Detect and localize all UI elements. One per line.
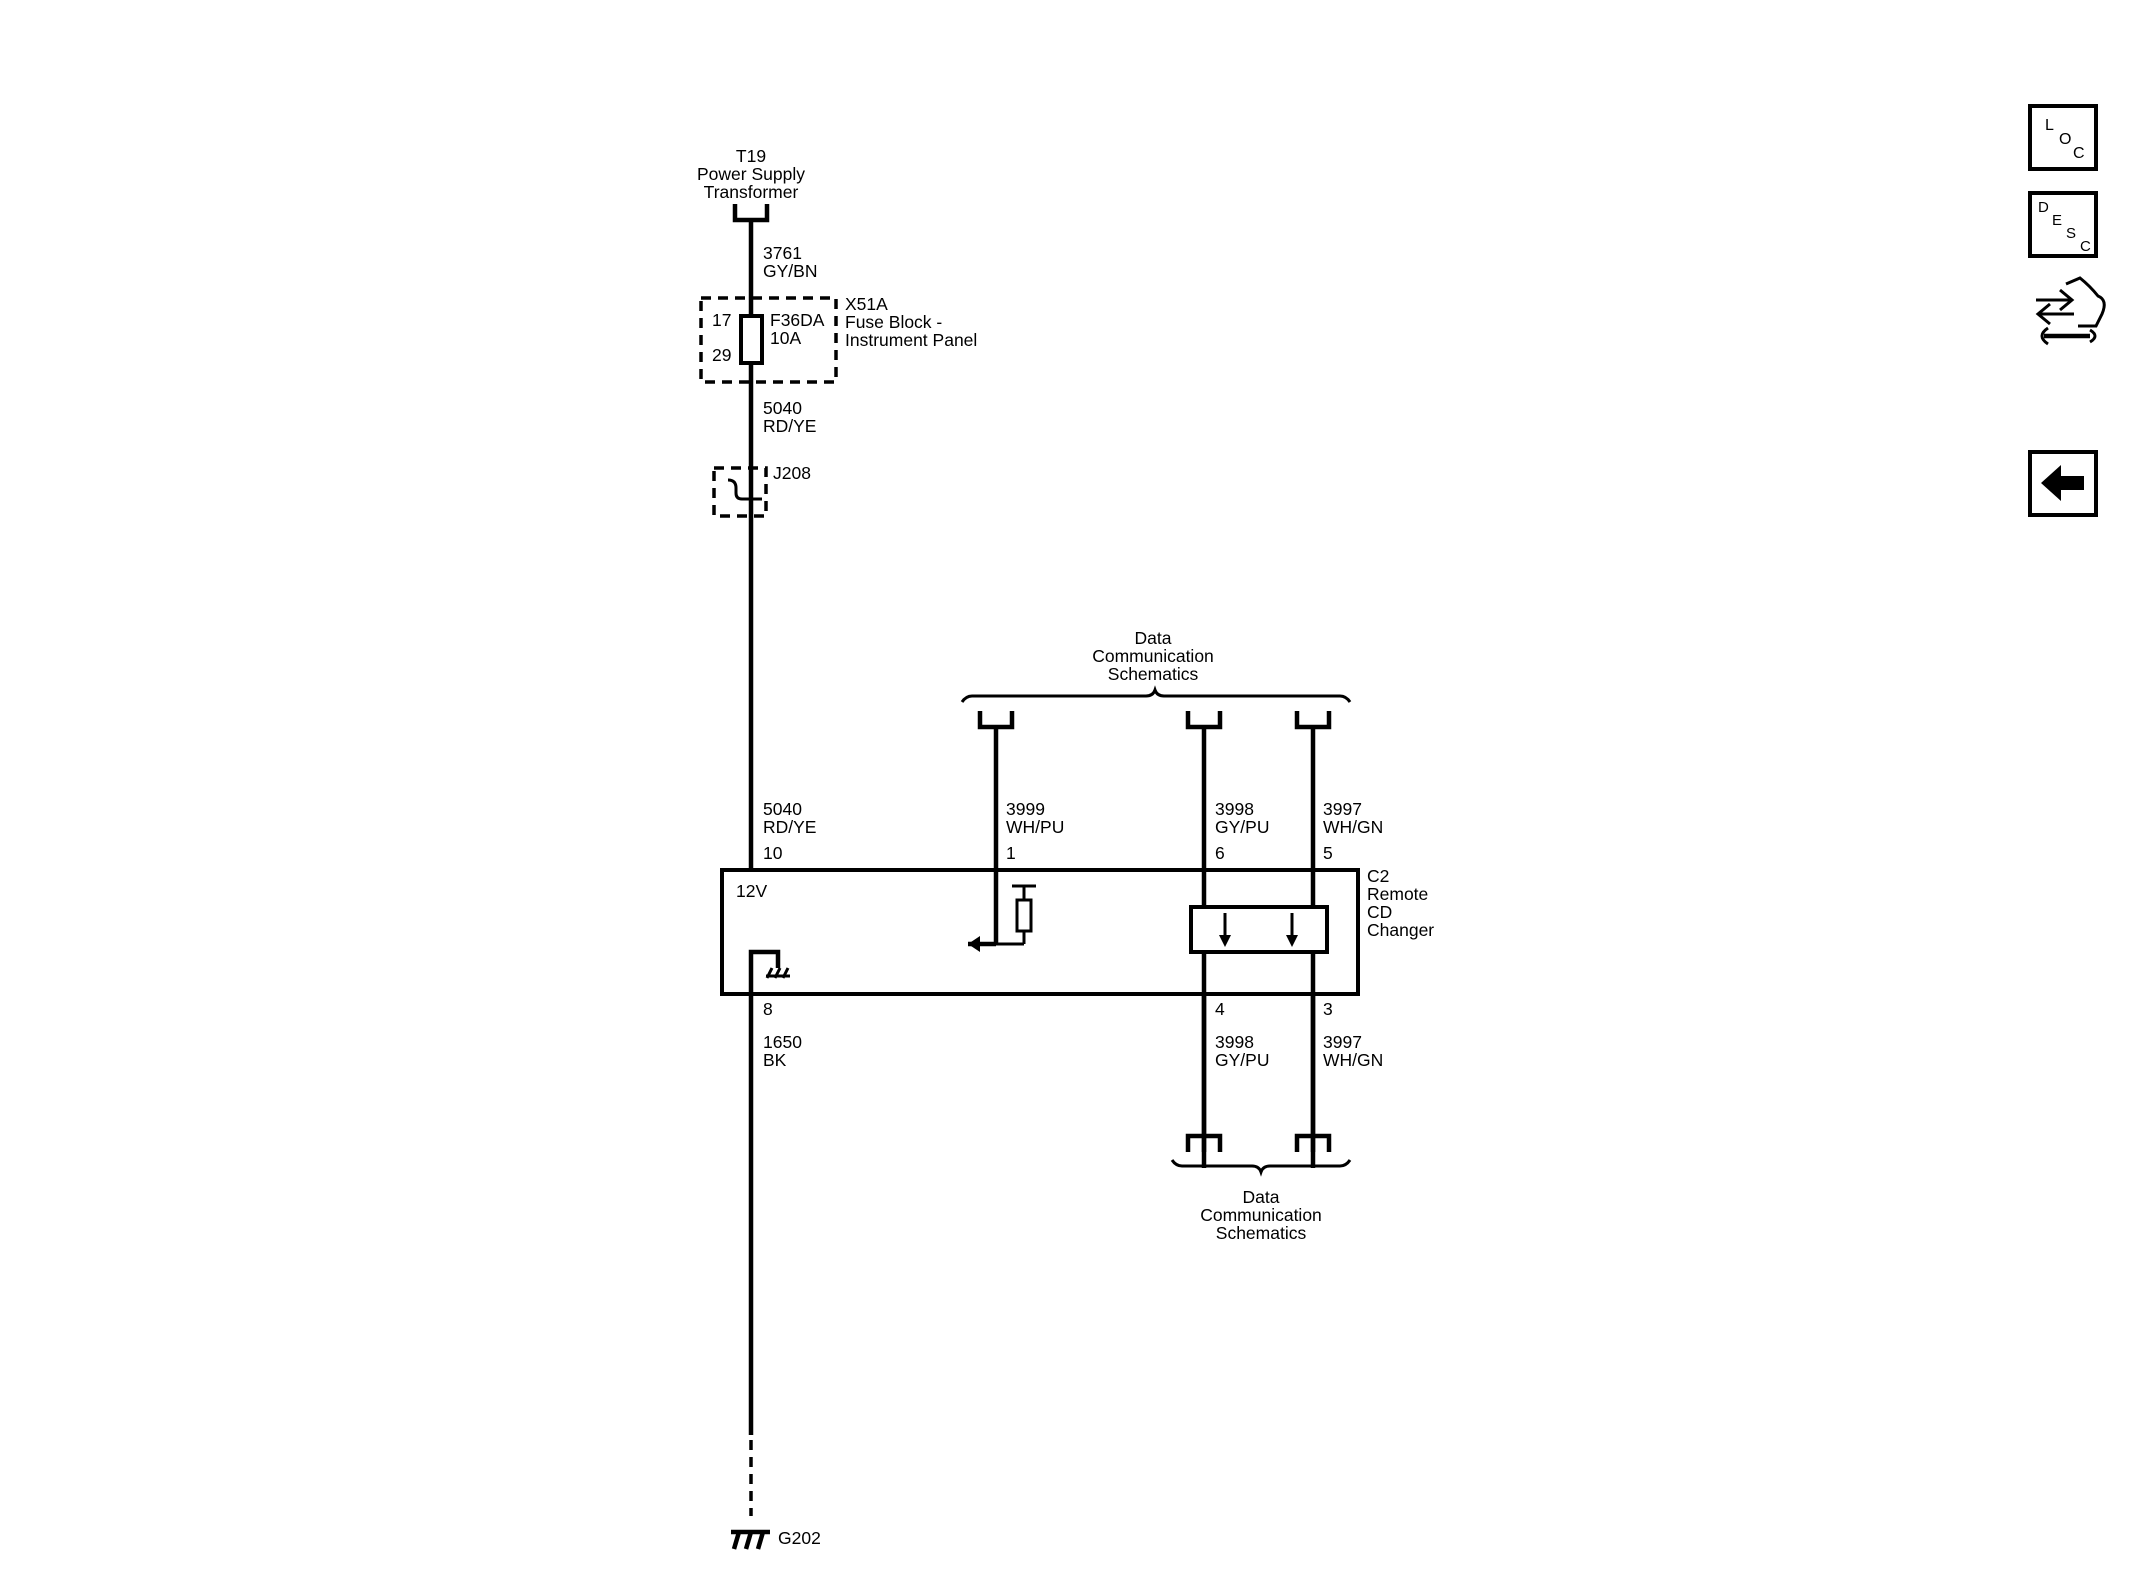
fuse-block-ref: X51A: [845, 294, 888, 314]
transceiver-arrow-lines: [1223, 913, 1294, 939]
connector-3999-top: [977, 711, 1015, 730]
data-comm-bottom-bracket: [1170, 1159, 1352, 1177]
data-comm-bottom-label[interactable]: Data Communication Schematics: [1200, 1187, 1322, 1243]
data-comm-top-line1: Data: [1135, 628, 1172, 648]
wire-5040-upper-circuit: 5040: [763, 398, 802, 418]
arrow-right-icon: [2036, 288, 2075, 312]
desc-button-frame: [2028, 191, 2098, 258]
wrench-arrows-icon[interactable]: [2035, 276, 2106, 346]
fuse-ref: F36DA: [770, 310, 825, 330]
car-outline-icon: [2065, 276, 2106, 328]
wire-3997-top-pin: 5: [1323, 843, 1333, 863]
ground-ref: G202: [778, 1528, 821, 1548]
module-line3: Changer: [1367, 920, 1434, 940]
arrow-left-internal-icon: [968, 936, 980, 952]
wire-3997-top-circuit: 3997: [1323, 799, 1362, 819]
wire-5040-lower-color: RD/YE: [763, 817, 816, 837]
fuse-block-line1: Fuse Block -: [845, 312, 942, 332]
remote-cd-changer-module[interactable]: [720, 868, 1360, 996]
transformer-label: T19 Power Supply Transformer: [697, 146, 805, 202]
wire-3997-bottom-pin: 3: [1323, 999, 1333, 1019]
loc-letter-3: C: [2073, 145, 2085, 162]
loc-button[interactable]: L O C: [2028, 104, 2098, 171]
desc-letter-1: D: [2038, 199, 2049, 216]
connector-3998-bottom: [1185, 1133, 1223, 1152]
wire-5040-lower-circuit: 5040: [763, 799, 802, 819]
fuse-block-pin-out: 29: [712, 345, 731, 365]
wire-3999-color: WH/PU: [1006, 817, 1064, 837]
wire-5040-upper-color: RD/YE: [763, 416, 816, 436]
wire-1650-color: BK: [763, 1050, 787, 1070]
module-supply-label: 12V: [736, 881, 767, 901]
arrow-left-icon: [2041, 465, 2084, 501]
connector-3997-top: [1294, 711, 1332, 730]
fuse-f36da[interactable]: [739, 314, 764, 365]
data-comm-top-label[interactable]: Data Communication Schematics: [1092, 628, 1214, 684]
arrow-down-icon: [1219, 935, 1298, 947]
wire-1650-circuit: 1650: [763, 1032, 802, 1052]
module-resistor-leads: [996, 884, 1036, 946]
wire-5040-lower-pin: 10: [763, 843, 783, 863]
data-comm-top-line3: Schematics: [1108, 664, 1199, 684]
wire-3761-color: GY/BN: [763, 261, 817, 281]
wire-3998-top-circuit: 3998: [1215, 799, 1254, 819]
connector-3998-top: [1185, 711, 1223, 730]
wire-3999-pin: 1: [1006, 843, 1016, 863]
loc-button-frame: [2028, 104, 2098, 171]
data-comm-top-line2: Communication: [1092, 646, 1214, 666]
desc-letter-2: E: [2052, 212, 2062, 229]
wire-3998-bottom-circuit: 3998: [1215, 1032, 1254, 1052]
module-internal-ground-icon: [765, 967, 790, 979]
wire-1650-pin: 8: [763, 999, 773, 1019]
loc-letter-2: O: [2059, 131, 2071, 148]
desc-letter-4: C: [2080, 238, 2091, 255]
back-button[interactable]: [2028, 450, 2098, 517]
data-comm-bottom-line3: Schematics: [1216, 1223, 1307, 1243]
fuse-rating: 10A: [770, 328, 801, 348]
transformer-line2: Transformer: [704, 182, 799, 202]
splice-j208-link: [727, 478, 762, 501]
wire-3997-bottom-color: WH/GN: [1323, 1050, 1383, 1070]
module-connector: C2: [1367, 866, 1389, 886]
wire-3761-circuit: 3761: [763, 243, 802, 263]
desc-letter-3: S: [2066, 225, 2076, 242]
wire-3998-bottom-color: GY/PU: [1215, 1050, 1269, 1070]
wire-3999-circuit: 3999: [1006, 799, 1045, 819]
wrench-head-icon: [2040, 326, 2097, 346]
transformer-line1: Power Supply: [697, 164, 805, 184]
wire-3997-bottom-circuit: 3997: [1323, 1032, 1362, 1052]
ground-icon: [731, 1529, 770, 1550]
wire-3997-top-color: WH/GN: [1323, 817, 1383, 837]
module-data-transceiver: [1189, 905, 1329, 954]
connector-3997-bottom: [1294, 1133, 1332, 1152]
wire-3998-top-color: GY/PU: [1215, 817, 1269, 837]
module-line1: Remote: [1367, 884, 1428, 904]
wire-3998-top-pin: 6: [1215, 843, 1225, 863]
arrow-left-small-icon: [2035, 302, 2074, 326]
module-termination-resistor: [1015, 898, 1033, 933]
splice-ref: J208: [773, 463, 811, 483]
fuse-block-boundary: [699, 296, 838, 384]
transformer-connector: [732, 204, 770, 223]
desc-button[interactable]: D E S C: [2028, 191, 2098, 258]
transformer-ref: T19: [736, 146, 766, 166]
module-line2: CD: [1367, 902, 1392, 922]
wire-3998-bottom-pin: 4: [1215, 999, 1225, 1019]
fuse-block-pin-in: 17: [712, 310, 731, 330]
loc-letter-1: L: [2045, 117, 2054, 134]
data-comm-bottom-line1: Data: [1243, 1187, 1280, 1207]
module-internal-ground-lead: [748, 949, 781, 994]
data-comm-bottom-line2: Communication: [1200, 1205, 1322, 1225]
splice-j208-boundary: [712, 466, 768, 518]
fuse-block-line2: Instrument Panel: [845, 330, 977, 350]
data-comm-top-bracket: [960, 685, 1352, 703]
